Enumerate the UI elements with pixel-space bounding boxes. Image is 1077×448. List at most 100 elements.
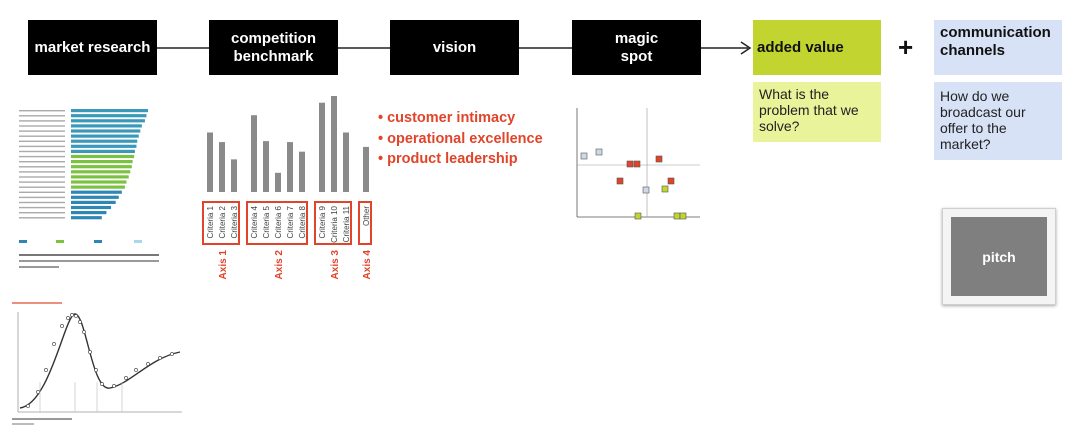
hype-point — [146, 362, 150, 366]
magic-spot-scatter — [576, 108, 700, 220]
magic-points — [580, 148, 687, 220]
step-vision: vision — [390, 20, 519, 75]
communication-question: How do we broadcast our offer to the mar… — [934, 82, 1062, 160]
market-bar — [71, 170, 131, 174]
criteria-label: Criteria 3 — [230, 205, 239, 238]
scatter-point — [642, 186, 650, 194]
criteria-group-box — [202, 201, 240, 245]
hype-point — [52, 342, 56, 346]
scatter-point — [661, 185, 669, 193]
hype-point — [70, 313, 74, 317]
market-bar — [71, 114, 147, 118]
criteria-label: Criteria 9 — [318, 205, 327, 238]
hype-point — [94, 368, 98, 372]
market-research-caption — [19, 254, 159, 268]
hype-point — [100, 382, 104, 386]
criteria-label: Criteria 2 — [218, 205, 227, 238]
axis-label: Axis 1 — [218, 250, 229, 280]
hype-point — [88, 350, 92, 354]
market-bar — [71, 149, 135, 153]
row-label-stub — [19, 217, 65, 219]
market-bar — [71, 165, 132, 169]
added-value-title: added value — [753, 20, 881, 75]
criteria-group-box — [246, 201, 308, 245]
benchmark-bar — [231, 159, 237, 192]
hype-curve — [19, 313, 181, 409]
step-label: vision — [432, 38, 477, 56]
scatter-point — [679, 212, 687, 220]
hype-dots — [26, 313, 174, 408]
market-bar — [71, 200, 116, 204]
row-label-stub — [19, 212, 65, 214]
scatter-point — [667, 177, 675, 185]
market-bar — [71, 180, 127, 184]
hype-point — [36, 390, 40, 394]
row-label-stub — [19, 176, 65, 178]
scatter-point — [634, 212, 642, 220]
market-bar — [71, 195, 119, 199]
criteria-label: Criteria 8 — [298, 205, 307, 238]
added-value-title-text: added value — [757, 39, 844, 56]
criteria-label: Other — [362, 206, 371, 226]
axis-label: Axis 4 — [362, 250, 373, 280]
axis-label: Axis 3 — [330, 250, 341, 280]
criteria-label: Criteria 6 — [274, 205, 283, 238]
market-bar — [71, 109, 148, 113]
row-label-stub — [19, 140, 65, 142]
step-label: competition benchmark — [231, 29, 316, 65]
benchmark-bar — [343, 132, 349, 192]
benchmark-bar — [331, 96, 337, 192]
benchmark-bar — [275, 172, 281, 192]
benchmark-bar — [207, 132, 213, 192]
arrow-head — [740, 41, 752, 55]
step-label: magic spot — [614, 29, 659, 65]
communication-title: communication channels — [934, 20, 1062, 75]
hype-point — [26, 404, 30, 408]
row-label-stub — [19, 115, 65, 117]
market-bar — [71, 205, 112, 210]
row-label-stub — [19, 161, 65, 163]
benchmark-bar — [299, 151, 305, 192]
vision-item: customer intimacy — [378, 108, 543, 129]
scatter-point — [616, 177, 624, 185]
market-bar — [71, 144, 137, 148]
market-bar — [71, 185, 125, 189]
market-research-legend — [19, 240, 142, 243]
hype-point — [44, 368, 48, 372]
scatter-point — [633, 160, 641, 168]
row-label-stub — [19, 181, 65, 183]
scatter-point — [580, 152, 588, 160]
row-label-stub — [19, 166, 65, 168]
market-research-thumbnail — [19, 109, 159, 268]
row-label-stub — [19, 171, 65, 173]
step-competition-benchmark: competition benchmark — [209, 20, 338, 75]
market-bar — [71, 190, 122, 194]
benchmark-bar — [251, 115, 257, 192]
row-label-stub — [19, 206, 65, 209]
criteria-group-box — [358, 201, 372, 245]
row-label-stub — [19, 155, 65, 158]
hype-point — [82, 330, 86, 334]
hype-point — [74, 314, 78, 318]
scatter-point — [673, 212, 681, 220]
market-bar — [71, 216, 102, 220]
market-bar — [71, 124, 142, 128]
row-label-stub — [19, 130, 65, 132]
market-bar — [71, 134, 139, 138]
market-bar — [71, 129, 141, 133]
benchmark-bar — [319, 102, 325, 192]
hype-point — [158, 356, 162, 360]
criteria-label: Criteria 7 — [286, 205, 295, 238]
vision-list: customer intimacy operational excellence… — [378, 108, 543, 170]
step-market-research: market research — [28, 20, 157, 75]
market-bar — [71, 175, 129, 179]
legend-swatch — [19, 240, 27, 243]
criteria-label: Criteria 4 — [250, 205, 259, 238]
legend-swatch — [134, 240, 142, 243]
legend-swatch — [56, 240, 64, 243]
row-label-stub — [19, 110, 65, 112]
added-value-question: What is the problem that we solve? — [753, 82, 881, 142]
row-label-stub — [19, 135, 65, 137]
